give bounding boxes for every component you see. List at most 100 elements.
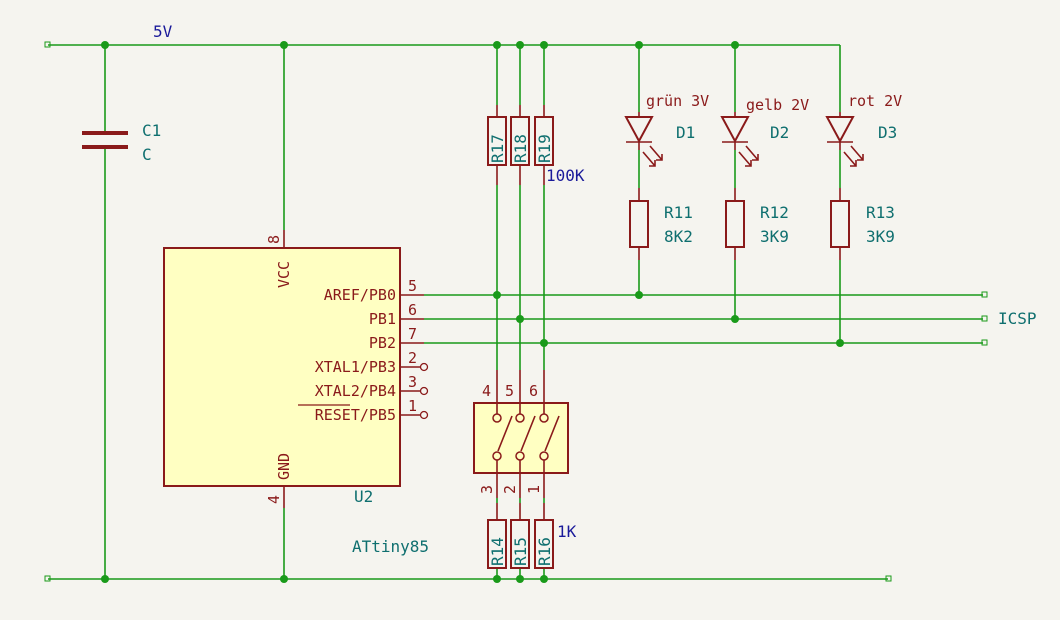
junction [635, 41, 643, 49]
led-triangle [720, 116, 750, 144]
r13-value: 3K9 [866, 227, 895, 246]
pulldown-value: 1K [557, 522, 577, 541]
u2-ref: U2 [354, 487, 373, 506]
pin-number: 5 [408, 277, 417, 295]
junction [635, 291, 643, 299]
junction [101, 41, 109, 49]
switch-lever [544, 415, 560, 452]
r13-ref: R13 [866, 203, 895, 222]
light-arrow [738, 151, 752, 167]
junction [493, 41, 501, 49]
capacitor-c1[interactable]: C1 C [82, 121, 161, 164]
switch-contact [492, 451, 502, 461]
r12-ref: R12 [760, 203, 789, 222]
light-arrow [850, 145, 864, 161]
dip-switch[interactable]: 4 5 6 3 2 1 [473, 370, 569, 498]
ic-u2[interactable]: 8 VCC 4 GND 5 6 7 2 3 1 AREF/PB0 PB1 PB2… [163, 230, 429, 556]
junction [493, 575, 501, 583]
resistor-body [629, 200, 649, 248]
led-triangle [624, 116, 654, 144]
switch-contact [539, 413, 549, 423]
switch-pin-number: 2 [501, 485, 519, 494]
light-arrow [843, 151, 857, 167]
resistor-body [830, 200, 850, 248]
switch-pin-number: 1 [525, 485, 543, 494]
terminal-gnd-left [44, 575, 51, 582]
junction [836, 339, 844, 347]
terminal-5v [44, 41, 51, 48]
d1-label: grün 3V [646, 92, 709, 110]
switch-pin-number: 6 [529, 382, 538, 400]
pin-name: PB2 [369, 334, 396, 352]
net-label-5v: 5V [153, 22, 173, 41]
junctions [101, 41, 844, 583]
ic-body [163, 247, 401, 487]
resistor-r12[interactable]: R12 3K9 [725, 188, 789, 260]
r11-ref: R11 [664, 203, 693, 222]
d1-ref: D1 [676, 123, 695, 142]
pin-number-gnd: 4 [265, 495, 283, 504]
junction [280, 575, 288, 583]
wire-terminals [44, 41, 988, 582]
led-d3[interactable]: rot 2V D3 [825, 92, 902, 167]
pin-name: AREF/PB0 [324, 286, 396, 304]
resistor-r13[interactable]: R13 3K9 [830, 188, 895, 260]
pin-number: 3 [408, 373, 417, 391]
unconnected-pin-marker [419, 362, 429, 372]
resistor-body-r15 [510, 519, 530, 569]
junction [493, 291, 501, 299]
c1-value: C [142, 145, 152, 164]
junction [516, 41, 524, 49]
terminal-icsp-2 [981, 315, 988, 322]
switch-pin-number: 3 [478, 485, 496, 494]
junction [540, 41, 548, 49]
junction [280, 41, 288, 49]
led-triangle [825, 116, 855, 144]
switch-pin-number: 5 [505, 382, 514, 400]
light-arrow [642, 151, 656, 167]
resistor-body [725, 200, 745, 248]
pin-name: RESET/PB5 [315, 406, 396, 424]
pin-name: PB1 [369, 310, 396, 328]
switch-contact [492, 413, 502, 423]
d3-label: rot 2V [848, 92, 902, 110]
pullup-value: 100K [546, 166, 585, 185]
resistor-body-r16 [534, 519, 554, 569]
d2-ref: D2 [770, 123, 789, 142]
r16-ref: R16 [535, 537, 554, 566]
light-arrow [745, 145, 759, 161]
r14-ref: R14 [488, 537, 507, 566]
switch-contact [539, 451, 549, 461]
r12-value: 3K9 [760, 227, 789, 246]
junction [516, 575, 524, 583]
pin-name: XTAL1/PB3 [315, 358, 396, 376]
junction [516, 315, 524, 323]
d2-label: gelb 2V [746, 96, 809, 114]
r18-ref: R18 [511, 134, 530, 163]
d3-ref: D3 [878, 123, 897, 142]
switch-pin-number: 4 [482, 382, 491, 400]
pullup-resistors[interactable]: R17 R18 R19 100K [487, 105, 585, 185]
terminal-icsp-1 [981, 291, 988, 298]
resistor-r11[interactable]: R11 8K2 [629, 188, 693, 260]
r19-ref: R19 [535, 134, 554, 163]
junction [731, 41, 739, 49]
light-arrow [649, 145, 663, 161]
switch-lever [497, 415, 513, 452]
junction [540, 339, 548, 347]
led-d1[interactable]: grün 3V D1 [624, 92, 709, 167]
led-d2[interactable]: gelb 2V D2 [720, 96, 809, 167]
pin-number: 1 [408, 397, 417, 415]
unconnected-pin-marker [419, 386, 429, 396]
pin-number: 7 [408, 325, 417, 343]
switch-contact [515, 451, 525, 461]
r15-ref: R15 [511, 537, 530, 566]
terminal-gnd-right [885, 575, 892, 582]
junction [101, 575, 109, 583]
net-label-icsp: ICSP [998, 309, 1037, 328]
pulldown-resistors[interactable]: R14 R15 R16 1K [487, 503, 577, 569]
pin-name-gnd: GND [275, 453, 293, 480]
c1-ref: C1 [142, 121, 161, 140]
pin-number-vcc: 8 [265, 235, 283, 244]
